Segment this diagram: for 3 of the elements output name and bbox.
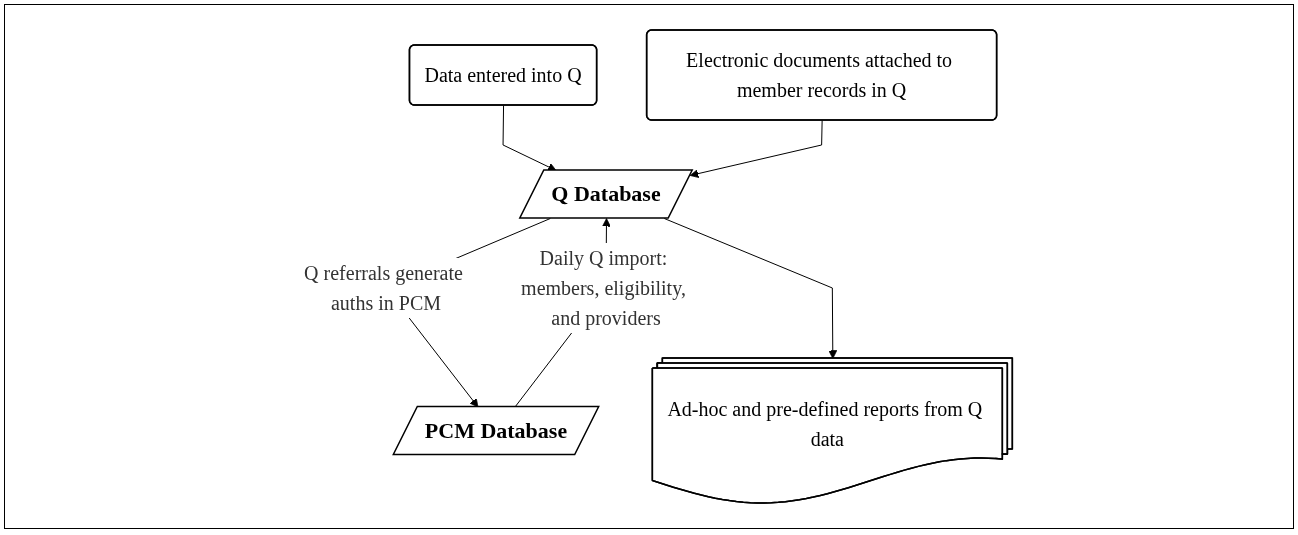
edge-label: Q referrals generate auths in PCM [303, 262, 463, 315]
edge-label: Daily Q import: members, eligibility, and providers [520, 247, 686, 330]
arrow [689, 120, 823, 178]
